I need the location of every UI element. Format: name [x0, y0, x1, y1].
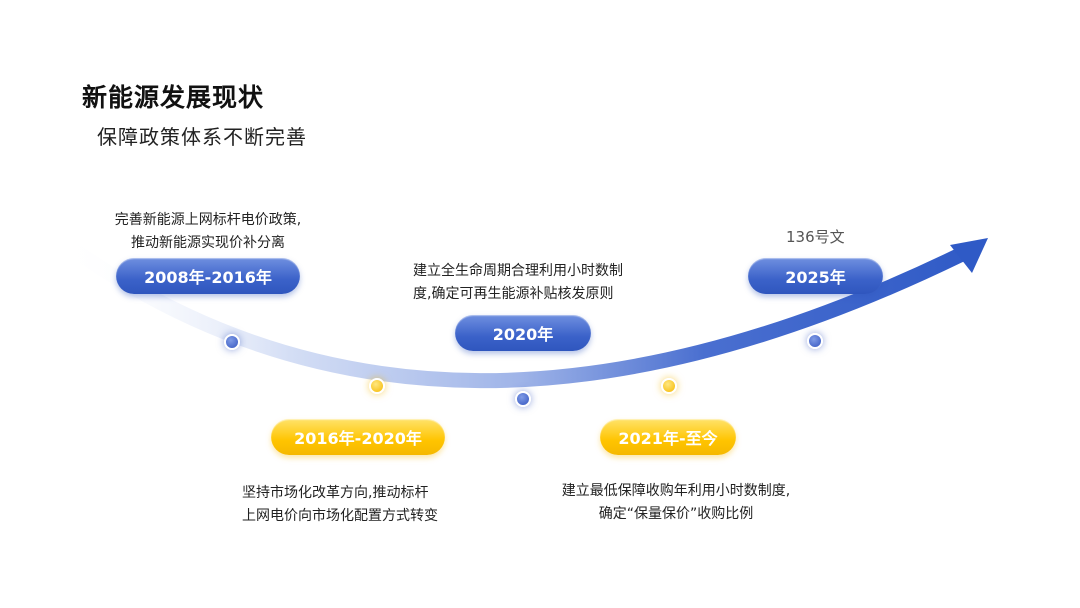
timeline-dot-4 [661, 378, 677, 394]
milestone-2-period-badge: 2016年-2020年 [271, 419, 445, 455]
milestone-4-period-badge: 2021年-至今 [600, 419, 736, 455]
milestone-3-period-badge: 2020年 [455, 315, 591, 351]
milestone-4-description: 建立最低保障收购年利用小时数制度, 确定“保量保价”收购比例 [535, 480, 817, 526]
milestone-3-desc-line-2: 度,确定可再生能源补贴核发原则 [413, 286, 614, 302]
milestone-2-desc-line-2: 上网电价向市场化配置方式转变 [242, 508, 438, 524]
timeline-dot-2 [369, 378, 385, 394]
milestone-1-period-badge: 2008年-2016年 [116, 258, 300, 294]
milestone-4-desc-line-1: 建立最低保障收购年利用小时数制度, [561, 483, 791, 499]
timeline-dot-5 [807, 333, 823, 349]
milestone-3-description: 建立全生命周期合理利用小时数制 度,确定可再生能源补贴核发原则 [413, 260, 623, 306]
timeline-curve-path [52, 232, 968, 389]
milestone-3-desc-line-1: 建立全生命周期合理利用小时数制 [413, 263, 623, 279]
milestone-2-desc-line-1: 坚持市场化改革方向,推动标杆 [242, 485, 429, 501]
milestone-4-desc-line-2: 确定“保量保价”收购比例 [598, 506, 754, 522]
milestone-2-description: 坚持市场化改革方向,推动标杆 上网电价向市场化配置方式转变 [242, 482, 438, 528]
milestone-1-desc-line-2: 推动新能源实现价补分离 [131, 235, 285, 251]
milestone-1-desc-line-1: 完善新能源上网标杆电价政策, [114, 212, 302, 228]
milestone-5-note: 136号文 [786, 228, 845, 246]
milestone-1-description: 完善新能源上网标杆电价政策, 推动新能源实现价补分离 [96, 209, 320, 255]
milestone-5-period-badge: 2025年 [748, 258, 883, 294]
timeline-dot-3 [515, 391, 531, 407]
timeline-dot-1 [224, 334, 240, 350]
page-title: 新能源发展现状 [82, 83, 265, 112]
timeline-arrowhead [950, 238, 988, 273]
page-subtitle: 保障政策体系不断完善 [97, 125, 307, 149]
